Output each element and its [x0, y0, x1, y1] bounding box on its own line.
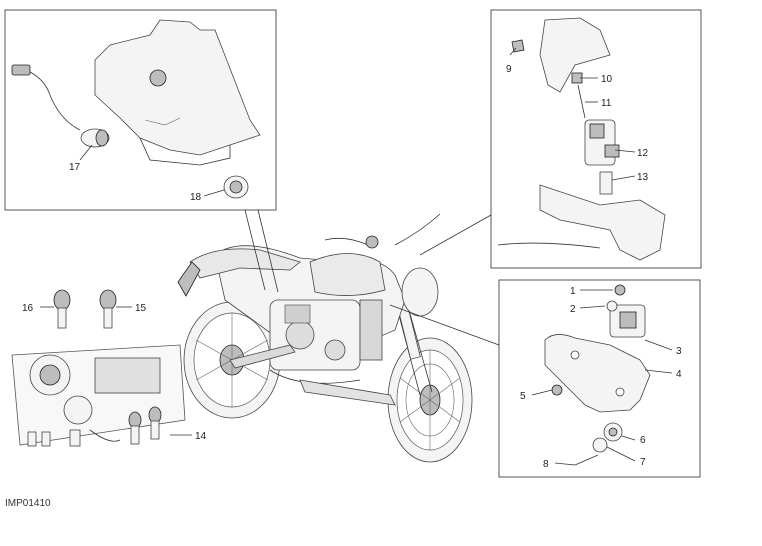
callout-9: 9: [506, 64, 512, 75]
part-8-bolt: [574, 454, 599, 466]
radiator: [359, 299, 383, 361]
part-7-knob: [592, 437, 608, 453]
part-12-sensor: [584, 119, 620, 166]
right-handlebar: [394, 213, 441, 246]
tail-bracket: [177, 261, 201, 297]
part-13-spacer: [599, 171, 613, 195]
left-handlebar: [324, 237, 369, 246]
fuel-tank: [309, 253, 386, 296]
callout-10: 10: [601, 74, 613, 85]
detail-box-top-left: [4, 9, 277, 211]
part-14-lock-kit: [11, 344, 186, 447]
detail-box-bottom-right: [498, 279, 701, 478]
callout-17: 17: [69, 162, 81, 173]
callout-4: 4: [676, 369, 682, 380]
pointer-line-bottom-right: [389, 304, 500, 346]
callout-3: 3: [676, 346, 682, 357]
callout-18: 18: [190, 192, 202, 203]
part-11-screw: [577, 84, 586, 119]
rear-cover-part: [94, 19, 261, 156]
callout-1: 1: [570, 286, 576, 297]
part-2-washer: [606, 300, 618, 312]
callout-5: 5: [520, 391, 526, 402]
callout-14: 14: [195, 431, 207, 442]
seat: [189, 248, 301, 279]
part-5-screw: [551, 384, 563, 396]
ignition-switch-location: [365, 235, 379, 249]
part-17-usb-socket: [11, 64, 110, 148]
exhaust: [299, 379, 396, 406]
part-1-nut: [614, 284, 626, 296]
engine: [269, 299, 361, 384]
motorcycle-illustration: [177, 213, 473, 463]
headlight: [401, 267, 439, 317]
pointer-line-top-right: [419, 214, 492, 256]
callout-2: 2: [570, 304, 576, 315]
callout-16: 16: [22, 303, 34, 314]
callout-7: 7: [640, 457, 646, 468]
callout-8: 8: [543, 459, 549, 470]
detail-box-top-right: [490, 9, 702, 269]
swing-arm: [229, 344, 296, 369]
callout-11: 11: [601, 98, 612, 109]
reference-code: IMP01410: [5, 498, 51, 509]
front-wheel: [387, 337, 473, 463]
part-6-gear: [603, 422, 623, 442]
part-18-horn: [223, 175, 249, 199]
callout-12: 12: [637, 148, 649, 159]
callout-13: 13: [637, 172, 649, 183]
pointer-line-top-left: [244, 209, 279, 293]
part-16-key: [53, 289, 71, 329]
callout-6: 6: [640, 435, 646, 446]
part-3-sensor: [609, 304, 646, 338]
callout-15: 15: [135, 303, 147, 314]
part-15-key: [99, 289, 117, 329]
